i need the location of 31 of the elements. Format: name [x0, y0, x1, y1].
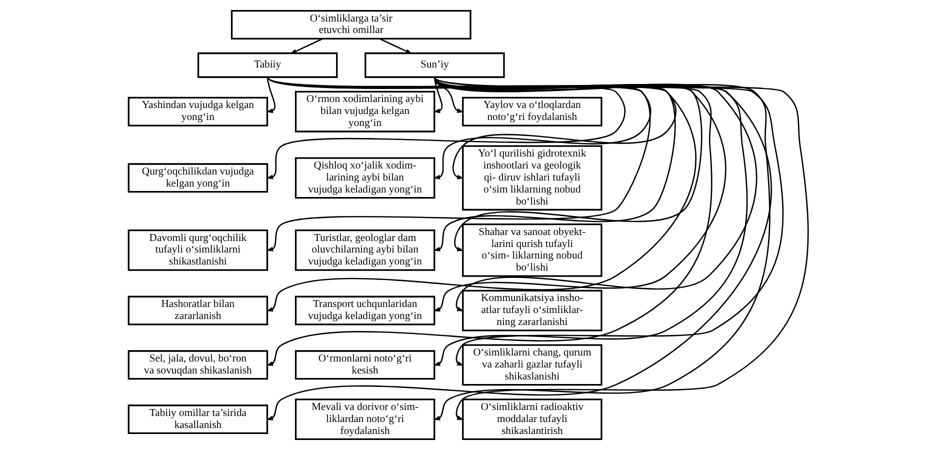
- node-box: Turistlar, geologlar dam oluvchilarning aybi bilan vujudga keladigan yong‘in: [294, 229, 435, 271]
- node-box: Hashoratlar bilan zararlanish: [127, 296, 268, 326]
- node-box: Yashindan vujudga kelgan yong‘in: [127, 96, 268, 126]
- node-box: Yaylov va o‘tloqlardan noto‘g‘ri foydalanish: [462, 96, 602, 126]
- arrow: [289, 38, 322, 54]
- arrow: [266, 76, 712, 366]
- node-box: Qurg‘oqchilikdan vujudga kelgan yong‘in: [127, 163, 268, 193]
- node-box: Kommunikatsiya insho- atlar tufayli o‘simliklar- ning zararlanishi: [462, 290, 602, 332]
- arrow: [432, 77, 442, 114]
- node-box: Qishloq xo‘jalik xodim- larining aybi bilan vujudga keladigan yong‘in: [294, 157, 435, 199]
- node-box: Davomli qurg‘oqchilik tufayli o‘simliklarni shikastlanishi: [127, 229, 268, 271]
- node-box: Yo‘l qurilishi gidrotexnik inshootlari va geologik qi- diruv ishlari tufayli o‘sim liklarning nobud bo‘lishi: [462, 145, 602, 211]
- arrow: [266, 76, 772, 420]
- arrow: [266, 76, 696, 312]
- node-box: O‘rmonlarni noto‘g‘ri kesish: [294, 350, 435, 380]
- node-box: Sel, jala, dovul, bo‘ron va sovuqdan shikaslanish: [127, 350, 268, 380]
- node-box: O‘simliklarni chang, qurum va zaharli gazlar tufayli shikaslanishi: [462, 344, 602, 386]
- arrow: [378, 38, 412, 54]
- node-box: Tabiiy omillar ta’sirida kasallanish: [127, 404, 268, 434]
- node-box: Mevali va dorivor o‘sim- liklardan noto‘g‘ri foydalanish: [294, 398, 435, 440]
- arrow: [434, 77, 464, 113]
- node-box: O‘rmon xodimlarining aybi bilan vujudga kelgan yong‘in: [294, 90, 435, 132]
- arrow: [266, 76, 625, 180]
- node-box: O‘simliklarga ta’sir etuvchi omillar: [230, 10, 471, 40]
- node-box: O‘simliklarni radioaktiv moddalar tufayli shikaslantirish: [462, 398, 602, 440]
- node-box: Tabiiy: [196, 52, 338, 78]
- node-box: Shahar va sanoat obyekt- larini qurish tufayli o‘sim- liklarning nobud bo‘lishi: [462, 224, 602, 277]
- arrow: [266, 77, 276, 114]
- arrow: [266, 76, 650, 252]
- node-box: Sun’iy: [364, 52, 504, 78]
- node-box: Transport uchqunlaridan vujudga keladigan yong‘in: [294, 296, 435, 326]
